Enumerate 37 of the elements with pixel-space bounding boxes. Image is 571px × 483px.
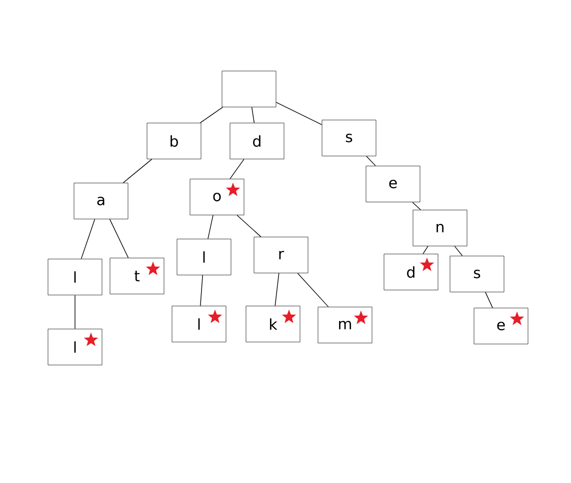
letter-box: a (74, 182, 128, 220)
letter-box: b (146, 122, 202, 160)
letter-box: k (246, 306, 300, 342)
letter-box: m (318, 306, 372, 344)
letter-box: o (190, 178, 244, 216)
tree-edge (74, 294, 76, 330)
letter-box: l (48, 258, 102, 296)
empty-box (222, 70, 276, 108)
letter-box: l (172, 306, 226, 342)
tree-edge (274, 272, 280, 306)
tree-edge (230, 158, 244, 180)
tree-edge (276, 102, 322, 126)
tree-edge (200, 106, 224, 124)
tree-edge (236, 214, 262, 238)
tree-edge (366, 156, 376, 166)
letter-box: n (412, 210, 468, 246)
letter-box: e (474, 308, 528, 344)
tree-edge (122, 158, 152, 184)
tree-edge (485, 292, 493, 308)
tree-edge (200, 274, 203, 306)
letter-box: l (176, 238, 232, 276)
letter-box: s (322, 120, 376, 156)
tree-edge (109, 218, 129, 258)
tree-edge (422, 246, 428, 254)
tree-edge (412, 202, 421, 210)
letter-box: s (450, 256, 504, 292)
letter-box: r (254, 236, 308, 274)
tree-edge (251, 106, 255, 124)
letter-box: e (366, 166, 420, 202)
tree-edge (80, 218, 96, 260)
tree-edge (208, 214, 214, 240)
tree-edge (454, 246, 463, 256)
letter-box: d (230, 122, 284, 160)
letter-box: t (110, 258, 164, 294)
letter-box: l (48, 328, 102, 366)
tree-edge (297, 272, 329, 308)
letter-box: d (384, 254, 438, 290)
